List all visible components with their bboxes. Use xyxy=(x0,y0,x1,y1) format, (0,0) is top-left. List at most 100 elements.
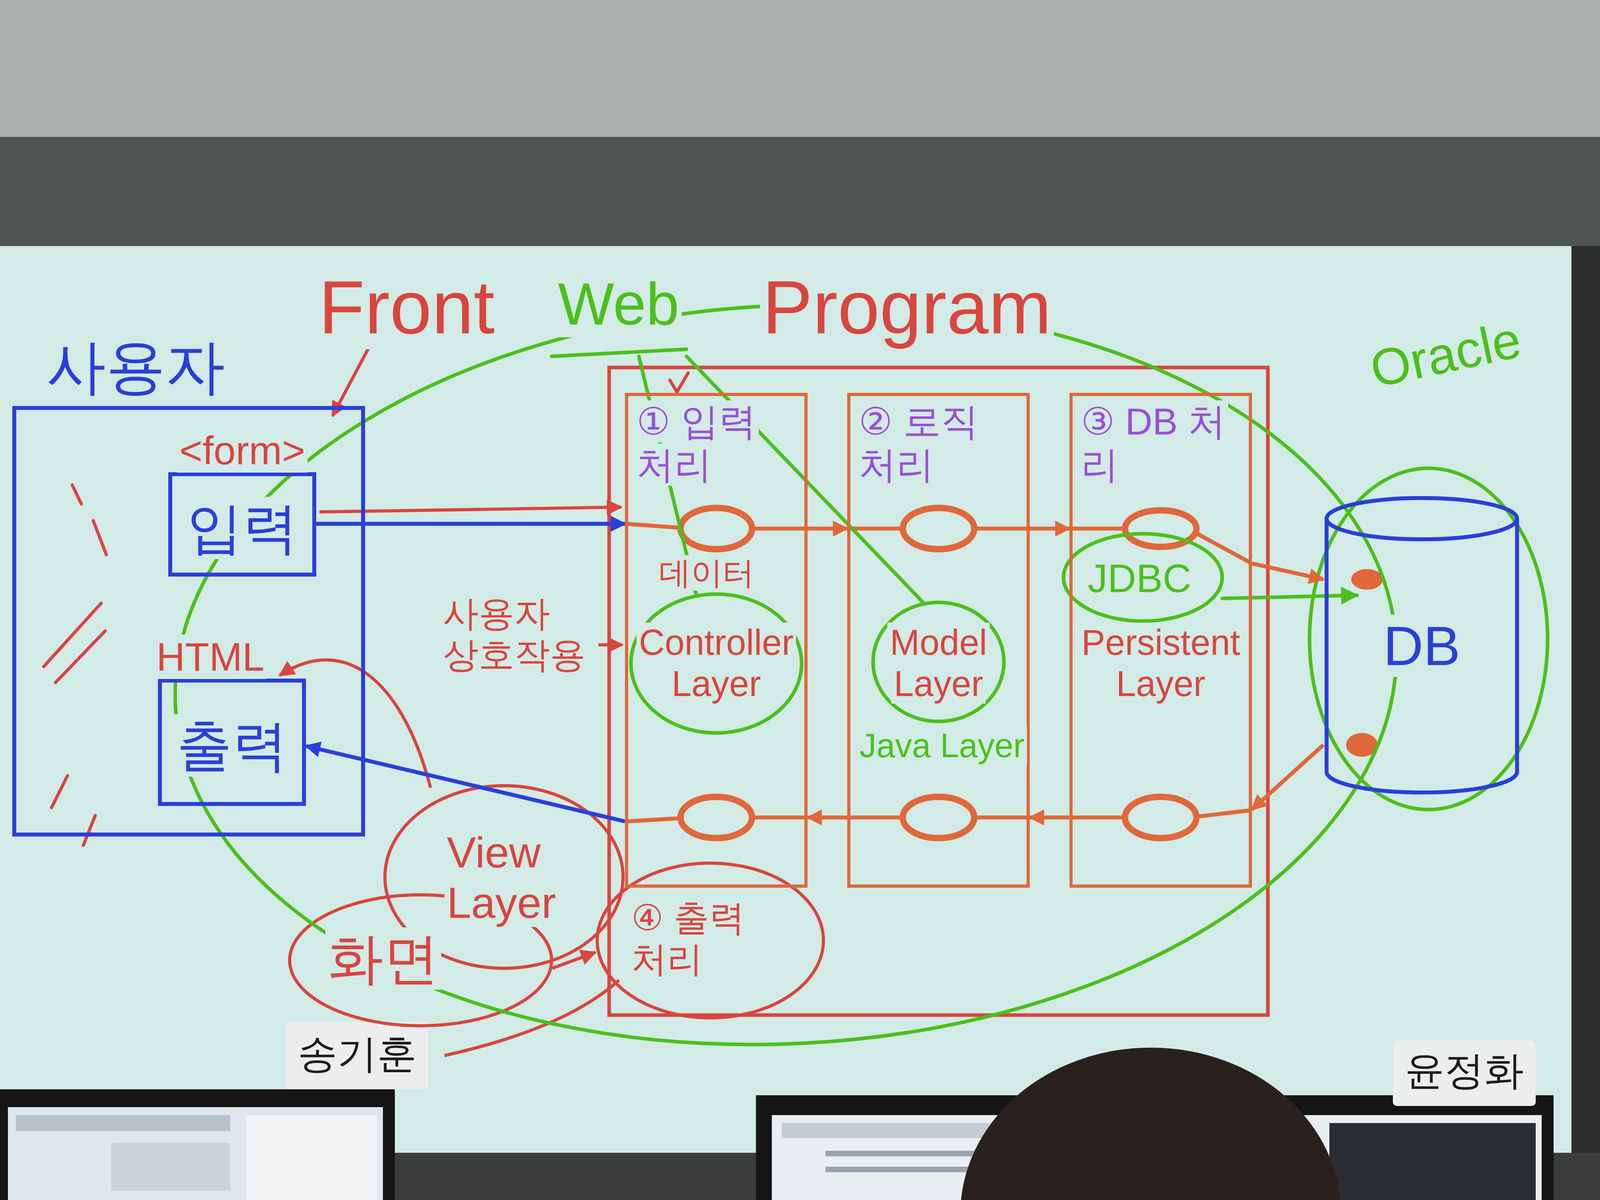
stage-heading: ③ DB 처리 xyxy=(1078,400,1229,486)
layer-name: Model Layer xyxy=(887,622,990,704)
flow-arrow xyxy=(1029,526,1070,531)
flow-stub xyxy=(975,815,1029,820)
layer-note-block: Java Layer xyxy=(857,726,1027,766)
html-tag: HTML xyxy=(153,634,267,679)
output-text-block: 출력 xyxy=(167,713,297,778)
sketch-stroke xyxy=(43,603,102,667)
layer-name: Persistent Layer xyxy=(1078,622,1243,704)
stage-heading: ① 입력 처리 xyxy=(634,400,759,486)
flow-stub xyxy=(626,523,680,528)
user-heading-block: 사용자 xyxy=(44,332,228,402)
projection-screen xyxy=(0,246,1572,1155)
flow-stub xyxy=(752,815,806,820)
flow-arrow xyxy=(1029,815,1070,820)
layer-name-block: Controller Layer xyxy=(634,622,799,705)
scope-ellipse xyxy=(155,274,1416,1076)
name-plate: 윤정화 xyxy=(1402,1048,1527,1093)
screen-panel xyxy=(246,1115,377,1200)
title-word: Front xyxy=(316,265,497,350)
sketch-stroke xyxy=(72,484,82,504)
title-word-block: Front xyxy=(316,263,497,351)
screen-toolbar xyxy=(15,1115,231,1131)
sketch-stroke xyxy=(51,775,68,808)
html-tag-block: HTML xyxy=(153,634,267,680)
projector-housing xyxy=(0,136,1600,249)
interaction-note-block: 사용자 상호작용 xyxy=(440,593,596,676)
stage-heading-block: ③ DB 처리 xyxy=(1078,400,1243,487)
stage-heading: ② 로직 처리 xyxy=(856,400,981,486)
check-mark xyxy=(669,373,689,393)
flow-stub xyxy=(1197,810,1251,817)
sketch-stroke xyxy=(55,630,106,683)
name-plate: 송기훈 xyxy=(295,1031,420,1076)
handwritten-note-block: Web xyxy=(555,269,682,339)
user-box: 사용자<form>입력HTML출력 xyxy=(12,405,366,837)
program-frame xyxy=(609,367,1268,1016)
interaction-note: 사용자 상호작용 xyxy=(440,593,589,675)
screen-note: 화면 xyxy=(325,927,442,990)
screen-text-line xyxy=(825,1150,993,1157)
layer-name-block: Persistent Layer xyxy=(1078,622,1243,705)
jdbc-note: JDBC xyxy=(1085,555,1194,601)
data-note-block: 데이터 xyxy=(656,554,757,592)
data-ellipse xyxy=(1125,796,1197,839)
jdbc-note-block: JDBC xyxy=(1085,555,1194,602)
stage-note-block: ④ 출력 처리 xyxy=(628,897,788,980)
name-plate-block: 윤정화 xyxy=(1396,1047,1532,1094)
name-plate-card xyxy=(285,1021,429,1090)
flow-arrow xyxy=(1251,744,1324,810)
layer-column: ③ DB 처리 Persistent Layer xyxy=(1069,392,1252,888)
flow-stub xyxy=(975,526,1029,531)
flow-stub xyxy=(848,815,902,820)
sketch-arrow xyxy=(552,952,596,969)
flow-arrow xyxy=(807,526,848,531)
underline xyxy=(551,349,687,357)
layer-column: ② 로직 처리 Model Layer xyxy=(847,392,1030,888)
stage-note: ④ 출력 처리 xyxy=(628,898,748,979)
output-text: 출력 xyxy=(174,714,291,777)
layer-column: ① 입력 처리 Controller Layer xyxy=(625,392,808,888)
name-plate-card xyxy=(1392,1040,1536,1106)
wall xyxy=(0,0,1600,137)
data-ellipse xyxy=(680,796,752,839)
db-record-dot xyxy=(1351,569,1383,590)
flow-arrow xyxy=(305,746,625,822)
input-box: <form>입력 xyxy=(168,472,317,577)
layer-note: View Layer xyxy=(444,827,559,927)
highlight-ellipse xyxy=(1063,533,1223,622)
data-ellipse xyxy=(902,796,975,839)
sketch-stroke xyxy=(83,815,96,846)
flow-stub xyxy=(626,818,680,822)
db-vendor-note: Oracle xyxy=(1363,309,1529,400)
title-word-block: Program xyxy=(759,263,1054,351)
input-text: 입력 xyxy=(184,496,301,560)
highlight-ellipse xyxy=(873,602,1004,722)
monitor xyxy=(0,1089,395,1200)
flow-stub xyxy=(1071,526,1125,531)
flow-arrow xyxy=(807,815,848,820)
form-tag: <form> xyxy=(176,428,308,473)
screen-window xyxy=(111,1142,231,1191)
input-text-block: 입력 xyxy=(178,496,307,560)
db-vendor-note-block: Oracle xyxy=(1362,309,1529,400)
highlight-ellipse xyxy=(630,594,802,733)
screen-window xyxy=(1329,1123,1536,1200)
jdbc-arrow xyxy=(1222,595,1358,599)
database-cylinder: DB xyxy=(1323,494,1521,796)
title-word: Program xyxy=(759,265,1054,350)
db-text: DB xyxy=(1380,614,1463,677)
layer-note-block: View Layer xyxy=(444,827,576,928)
flow-stub xyxy=(1071,815,1125,820)
handwritten-note: Web xyxy=(555,270,682,338)
cylinder-body xyxy=(1326,518,1518,793)
output-box: HTML출력 xyxy=(157,678,306,806)
layer-name: Controller Layer xyxy=(636,622,797,704)
user-heading: 사용자 xyxy=(44,333,228,400)
screen-text-line xyxy=(825,1166,977,1173)
form-tag-block: <form> xyxy=(156,427,329,474)
layer-note: Java Layer xyxy=(857,726,1027,765)
flow-arrow xyxy=(1251,563,1324,580)
screen-edge xyxy=(1571,246,1600,1155)
layer-name-block: Model Layer xyxy=(856,622,1021,705)
